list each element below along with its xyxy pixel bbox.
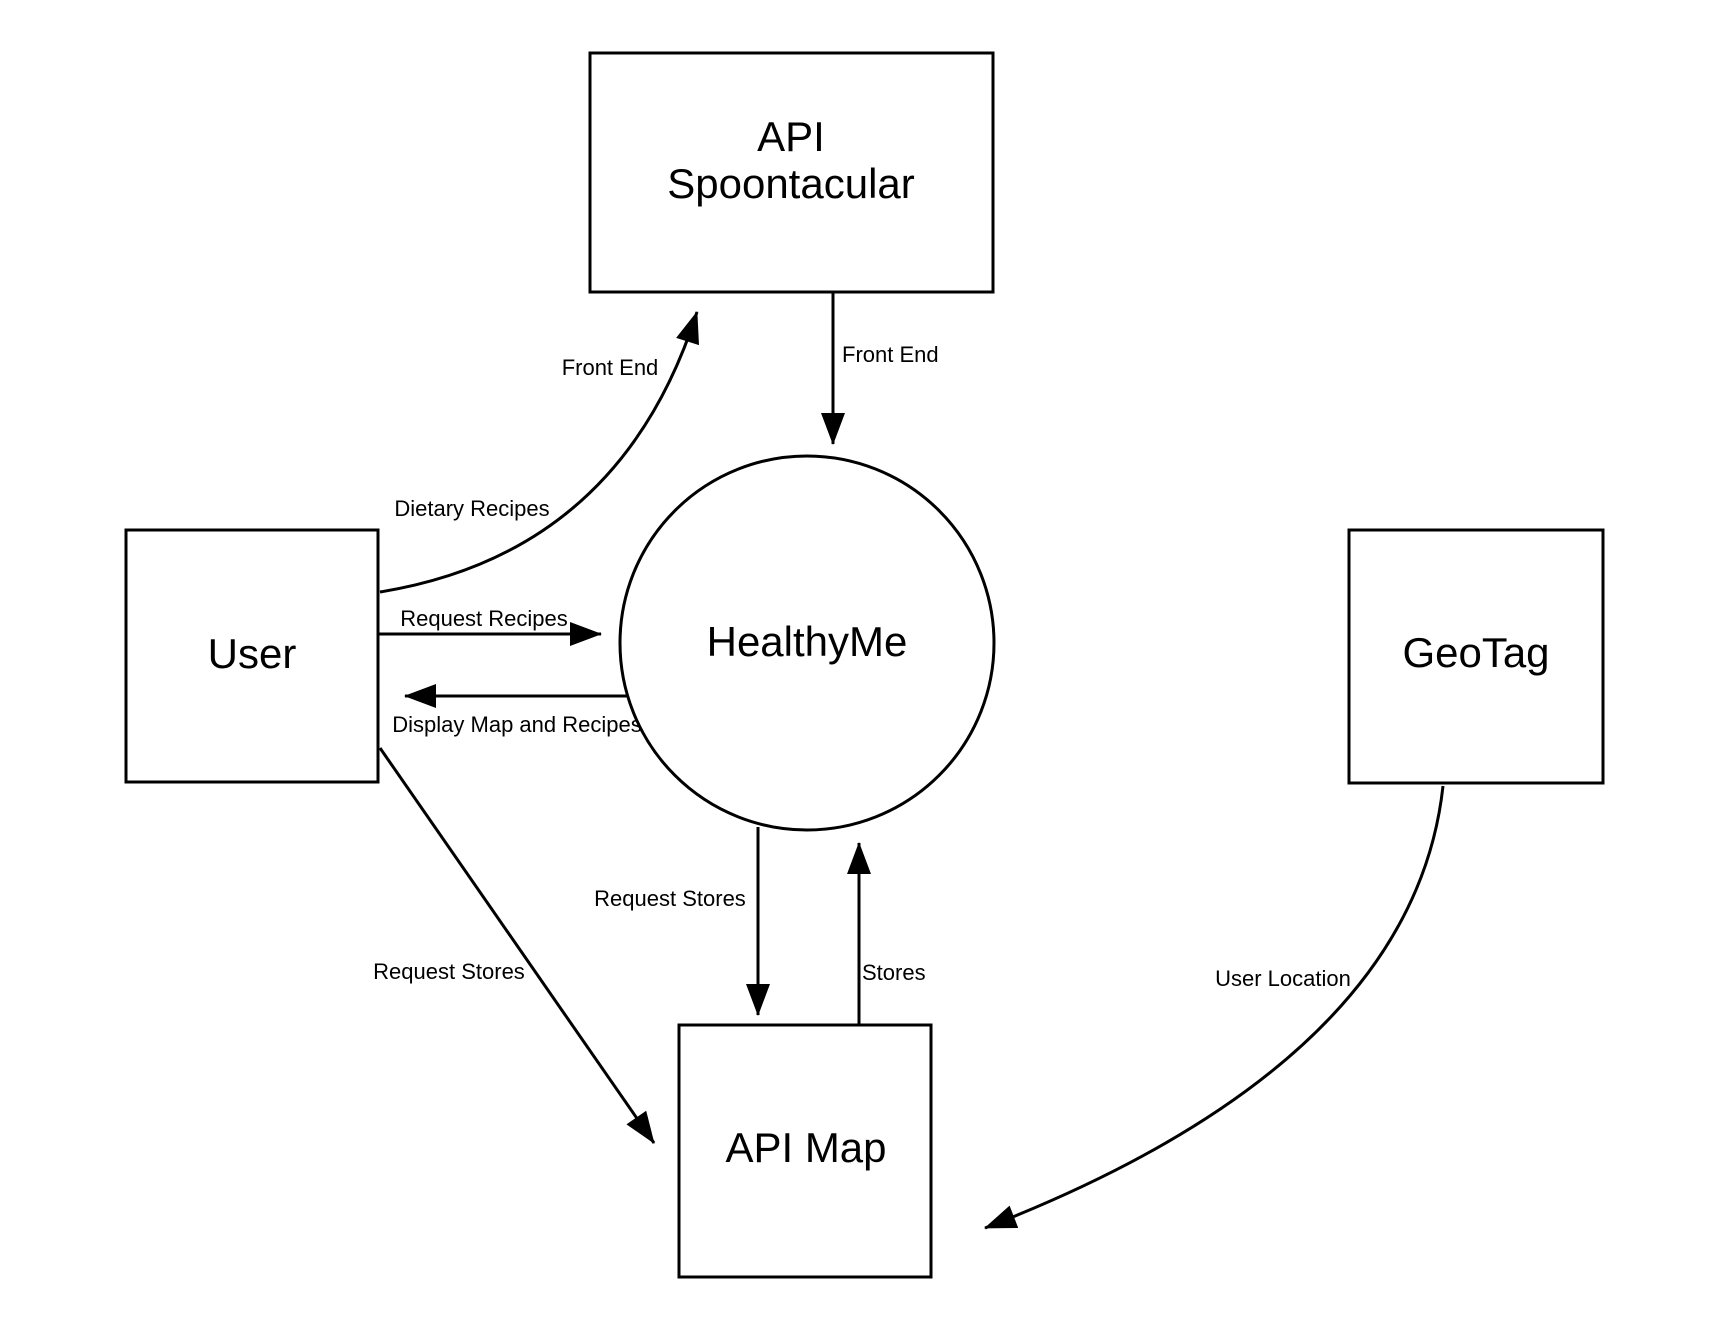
edges: Front End Dietary Recipes Front End Requ… [373,292,1445,1230]
api-spoontacular-box [588,51,995,294]
edge-label-request-stores-healthyme: Request Stores [594,886,746,911]
node-api-spoontacular: API Spoontacular [588,51,995,294]
edge-label-front-end-vertical: Front End [842,342,939,367]
node-api-map: API Map [677,1023,933,1279]
node-user: User [124,528,380,784]
edge-label-user-location: User Location [1215,966,1351,991]
healthyme-label: HealthyMe [707,618,908,665]
edge-label-front-end-curved: Front End [562,355,659,380]
user-label: User [208,630,297,677]
api-spoontacular-label-line2: Spoontacular [667,160,915,207]
api-spoontacular-label-line1: API [757,113,825,160]
nodes: API Spoontacular User HealthyMe GeoTag A… [124,51,1605,1279]
edge-label-request-stores-user: Request Stores [373,959,525,984]
edge-label-dietary-recipes: Dietary Recipes [394,496,549,521]
edge-label-request-recipes: Request Recipes [400,606,568,631]
edge-label-stores: Stores [862,960,926,985]
api-map-box [677,1023,933,1279]
edge-user-to-api-spoontacular [379,311,699,594]
geotag-box [1347,528,1605,785]
api-map-label: API Map [725,1124,886,1171]
geotag-label: GeoTag [1402,629,1549,676]
healthyme-circle [618,454,996,832]
node-healthyme: HealthyMe [618,454,996,832]
edge-label-display-map-and-recipes: Display Map and Recipes [392,712,641,737]
edge-user-to-api-map [378,747,656,1144]
edge-geotag-to-api-map [984,785,1445,1230]
node-geotag: GeoTag [1347,528,1605,785]
user-box [124,528,380,784]
